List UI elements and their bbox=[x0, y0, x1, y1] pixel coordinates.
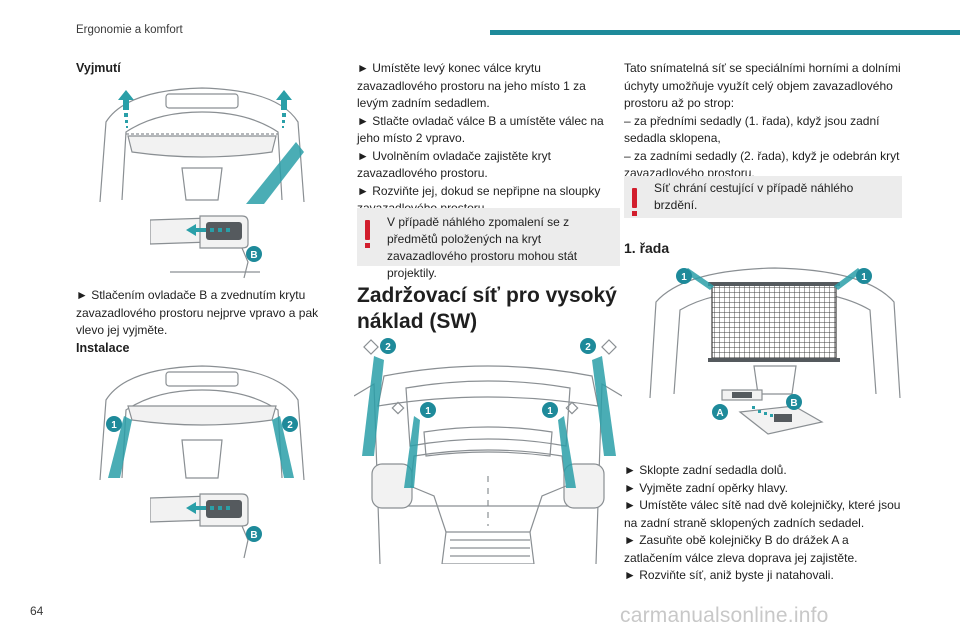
warning-text: V případě náhlého zpomalení se z předmět… bbox=[387, 215, 578, 280]
callout-b-row: B bbox=[790, 398, 797, 409]
row-heading: 1. řada bbox=[624, 240, 670, 256]
install-title: Instalace bbox=[76, 341, 130, 355]
watermark: carmanualsonline.info bbox=[620, 604, 829, 627]
callout-2-net-right: 2 bbox=[585, 342, 591, 353]
warning-icon bbox=[365, 220, 371, 248]
install-illustration-trunk: 1 2 bbox=[99, 365, 305, 481]
removal-text-block: ► Stlačením ovladače B a zvednutím krytu… bbox=[76, 287, 326, 340]
intro-item-1: – za předními sedadly (1. řada), když js… bbox=[624, 113, 880, 146]
removal-illustration-detail: B bbox=[150, 212, 270, 280]
callout-1-left: 1 bbox=[111, 420, 117, 431]
callout-2-left: 2 bbox=[287, 420, 293, 431]
removal-illustration-trunk bbox=[99, 87, 305, 204]
step-2: ► Stlačte ovladač válce B a umístěte vál… bbox=[357, 113, 604, 146]
step-3: ► Uvolněním ovladače zajistěte kryt zava… bbox=[357, 148, 551, 181]
step-1: ► Umístěte levý konec válce krytu zavaza… bbox=[357, 61, 586, 110]
warning-box-projectiles: V případě náhlého zpomalení se z předmět… bbox=[357, 208, 620, 280]
section-heading: Zadržovací síť pro vysoký náklad (SW) bbox=[357, 284, 617, 333]
intro-paragraph: Tato snímatelná síť se speciálními horní… bbox=[624, 61, 901, 110]
row-step-3: ► Umístěte válec sítě nad dvě kolejničky… bbox=[624, 498, 901, 530]
removal-instruction: ► Stlačením ovladače B a zvednutím krytu… bbox=[76, 288, 319, 337]
row-step-4: ► Zasuňte obě kolejničky B do drážek A a… bbox=[624, 533, 858, 565]
callout-2-net-left: 2 bbox=[385, 342, 391, 353]
warning-icon bbox=[632, 188, 638, 216]
callout-b: B bbox=[250, 250, 257, 261]
page-header-section: Ergonomie a komfort bbox=[76, 24, 183, 36]
arrow-up-right-icon bbox=[276, 90, 292, 128]
row-step-2: ► Vyjměte zadní opěrky hlavy. bbox=[624, 480, 788, 495]
page-number: 64 bbox=[30, 604, 44, 618]
net-anchor-illustration: 2 2 1 1 bbox=[354, 338, 622, 564]
callout-1-row-left: 1 bbox=[681, 272, 687, 283]
header-accent-bar bbox=[490, 30, 960, 35]
row1-steps: ► Sklopte zadní sedadla dolů. ► Vyjměte … bbox=[624, 462, 904, 585]
install-illustration-detail: B bbox=[150, 490, 270, 562]
row-step-1: ► Sklopte zadní sedadla dolů. bbox=[624, 463, 787, 477]
removal-title: Vyjmutí bbox=[76, 61, 121, 75]
left-column: Vyjmutí bbox=[76, 60, 326, 78]
callout-1-row-right: 1 bbox=[861, 272, 867, 283]
callout-a: A bbox=[716, 408, 723, 419]
row-step-5: ► Rozviňte síť, aniž byste ji natahovali… bbox=[624, 568, 834, 582]
callout-1-net-left: 1 bbox=[425, 406, 431, 417]
warning-box-net: Síť chrání cestující v případě náhlého b… bbox=[624, 176, 902, 218]
middle-steps: ► Umístěte levý konec válce krytu zavaza… bbox=[357, 60, 619, 218]
right-intro: Tato snímatelná síť se speciálními horní… bbox=[624, 60, 904, 183]
row1-illustration: 1 1 A B bbox=[649, 267, 901, 435]
callout-1-net-right: 1 bbox=[547, 406, 553, 417]
net-warning-text: Síť chrání cestující v případě náhlého b… bbox=[654, 181, 854, 212]
callout-b-install: B bbox=[250, 530, 257, 541]
arrow-up-left-icon bbox=[118, 90, 134, 128]
